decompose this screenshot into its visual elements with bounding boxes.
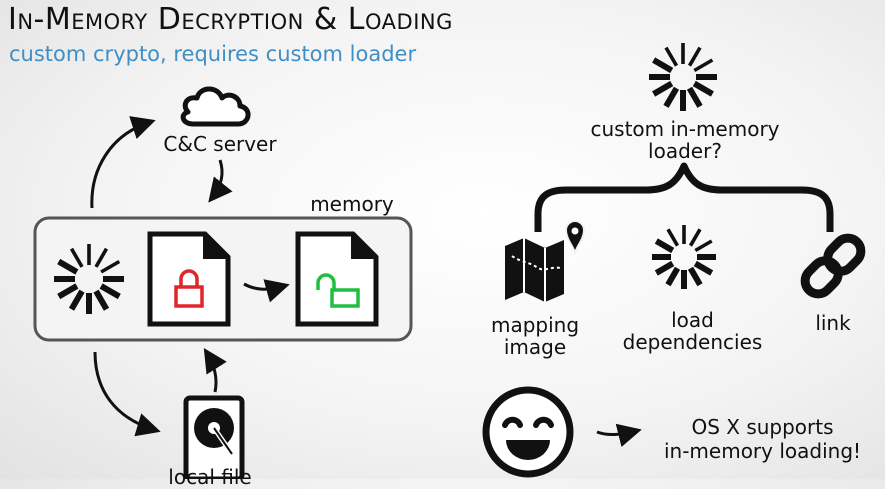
spinner-ray [687, 46, 702, 67]
osx-line-1: OS X supports [691, 415, 834, 439]
spinner-ray [99, 283, 121, 300]
memory-label: memory [310, 192, 394, 216]
curly-brace [534, 162, 834, 232]
spinner-ray [692, 80, 714, 97]
spinner-ray [665, 266, 681, 287]
spinner-ray [687, 266, 703, 287]
spinner-ray [654, 260, 675, 276]
spinner-ray [93, 289, 110, 311]
page-subtitle: custom crypto, requires custom loader [9, 42, 417, 66]
diagram-canvas [33, 43, 866, 479]
spinner-ray [57, 258, 79, 275]
link-label: link [815, 311, 851, 335]
cloud-icon [180, 86, 251, 127]
spinner-ray [69, 247, 84, 268]
locked-file-icon [147, 231, 231, 327]
lock-open-icon [316, 273, 360, 308]
spinner-ray [94, 247, 109, 268]
mapping-line-1: mapping [490, 313, 580, 337]
spinner-ray [652, 80, 674, 97]
question-line-1: custom in-memory [590, 117, 780, 141]
spinner-ray [688, 228, 702, 247]
spinner-ray [693, 260, 714, 276]
spinner-icon [54, 244, 124, 314]
unlocked-file-icon [295, 231, 379, 327]
spinner-ray [654, 238, 675, 254]
link-icon [800, 233, 866, 299]
disk-label: local file [168, 465, 252, 489]
spinner-icon [652, 225, 716, 289]
spinner-ray [57, 283, 79, 300]
spinner-ray [664, 46, 679, 67]
map-icon [505, 220, 586, 302]
hard-disk-icon [183, 395, 245, 479]
spinner-ray [100, 259, 121, 274]
deps-line-1: load [671, 308, 714, 332]
deps-line-2: dependencies [622, 330, 763, 354]
spinner-ray [694, 239, 713, 253]
spinner-ray [693, 58, 714, 73]
page-title: In-Memory Decryption & Loading [8, 2, 453, 37]
mapping-line-2: image [503, 335, 567, 359]
osx-line-2: in-memory loading! [663, 439, 862, 463]
spinner-ray [68, 289, 85, 311]
spinner-ray [686, 86, 703, 108]
spinner-ray [663, 86, 680, 108]
server-label: C&C server [163, 132, 277, 156]
lock-closed-icon [174, 269, 204, 308]
spinner-ray [652, 57, 674, 74]
smiley-icon [482, 386, 574, 478]
question-line-2: loader? [648, 139, 722, 163]
spinner-icon [649, 43, 717, 111]
spinner-ray [666, 228, 680, 247]
